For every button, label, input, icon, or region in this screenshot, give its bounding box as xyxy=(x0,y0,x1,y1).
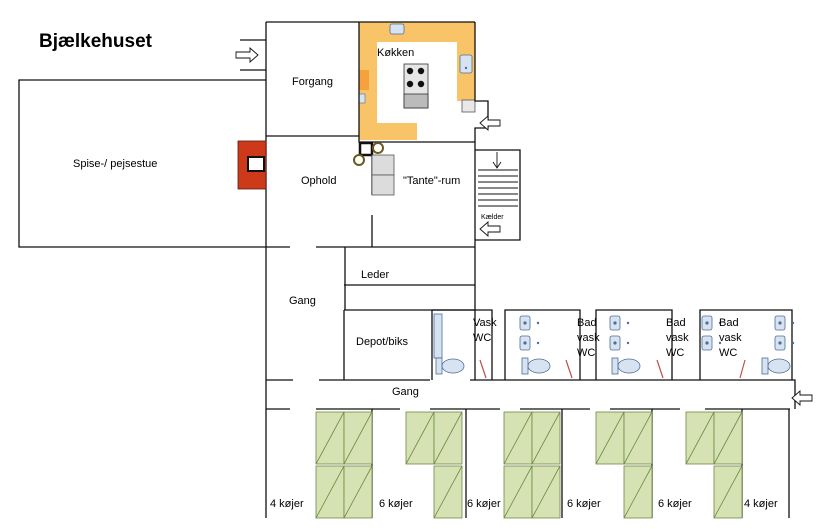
bunk-bed-icon xyxy=(623,411,653,465)
fireplace-icon xyxy=(237,140,267,190)
bunk-bed-icon xyxy=(685,411,715,465)
bunk-room-label: 4 køjer xyxy=(744,498,778,510)
appliance-icon xyxy=(461,99,476,113)
wet-room-label: WC xyxy=(666,347,684,359)
toilet-icon xyxy=(611,357,641,375)
washbasin-icon xyxy=(774,315,795,331)
washbasin-icon xyxy=(609,315,630,331)
bunk-room-label: 6 køjer xyxy=(658,498,692,510)
bunk-bed-icon xyxy=(531,465,561,519)
door-swing xyxy=(565,359,573,379)
wet-room-walls xyxy=(504,309,581,380)
washbasin-icon xyxy=(519,335,540,351)
plan-title: Bjælkehuset xyxy=(39,31,153,52)
bunk-bed-icon xyxy=(503,465,533,519)
bunk-bed-icon xyxy=(595,411,625,465)
toilet-icon xyxy=(761,357,791,375)
door-swing xyxy=(656,359,664,379)
stove-icon xyxy=(403,63,429,109)
wet-room-label: Bad xyxy=(666,317,686,329)
wet-room-walls xyxy=(699,309,793,380)
toilet-icon xyxy=(435,357,465,375)
washbasin-icon xyxy=(701,335,722,351)
bunk-bed-icon xyxy=(713,411,743,465)
washbasin-icon xyxy=(609,335,630,351)
toilet-icon xyxy=(521,357,551,375)
bunk-room: 4 køjer xyxy=(270,411,373,519)
room-label-tante: "Tante"-rum xyxy=(403,175,460,187)
bunk-room: 6 køjer xyxy=(567,411,653,519)
room-label-ophold: Ophold xyxy=(301,175,336,187)
bunk-room: 6 køjer xyxy=(467,411,561,519)
room-label-gang-top: Gang xyxy=(289,295,316,307)
wet-room-label: vask xyxy=(719,332,742,344)
walls xyxy=(18,21,521,380)
bunk-bed-icon xyxy=(315,465,345,519)
wet-room-label: Bad xyxy=(577,317,597,329)
room-label-kaelder: Kælder xyxy=(481,214,504,221)
bunk-room-label: 6 køjer xyxy=(379,498,413,510)
room-label-forgang: Forgang xyxy=(292,76,333,88)
door-swing xyxy=(479,359,487,379)
wet-room-label: Bad xyxy=(719,317,739,329)
washbasin-icon xyxy=(774,335,795,351)
bunk-bed-icon xyxy=(713,465,743,519)
room-label-leder: Leder xyxy=(361,269,389,281)
wet-room-walls xyxy=(431,309,493,380)
bunk-room-label: 4 køjer xyxy=(270,498,304,510)
bunk-room-label: 6 køjer xyxy=(467,498,501,510)
bunk-room: 4 køjer xyxy=(744,498,778,510)
fridge-icon xyxy=(459,54,473,74)
walls-left-block xyxy=(265,247,796,518)
door-swing xyxy=(739,359,746,379)
sink-icon xyxy=(389,23,405,35)
bunk-room-label: 6 køjer xyxy=(567,498,601,510)
room-label-spise: Spise-/ pejsestue xyxy=(73,158,157,170)
bunk-bed-icon xyxy=(343,465,373,519)
room-label-depot: Depot/biks xyxy=(356,336,408,348)
entrance-arrow-icon xyxy=(235,47,813,406)
wet-room-label: WC xyxy=(577,347,595,359)
wet-room-label: vask xyxy=(577,332,600,344)
washbasin-icon xyxy=(701,315,722,331)
wet-room-label: WC xyxy=(473,332,491,344)
kitchen-area xyxy=(358,22,476,140)
bunk-bed-icon xyxy=(503,411,533,465)
bunk-bed-icon xyxy=(433,411,463,465)
bunk-bed-icon xyxy=(531,411,561,465)
wet-room-label: Vask xyxy=(473,317,497,329)
room-label-gang-bottom: Gang xyxy=(392,386,419,398)
bunk-bed-icon xyxy=(433,465,463,519)
wood-stove-icon xyxy=(353,141,395,196)
bunk-bed-icon xyxy=(405,411,435,465)
wet-room-walls xyxy=(595,309,673,380)
washbasin-icon xyxy=(519,315,540,331)
bunk-room: 6 køjer xyxy=(379,411,463,519)
bunk-room: 6 køjer xyxy=(658,411,743,519)
bunk-rooms: 4 køjer 6 køjer 6 køjer 6 køjer 6 køjer 4 køj… xyxy=(270,409,778,519)
bunk-bed-icon xyxy=(315,411,345,465)
bunk-bed-icon xyxy=(623,465,653,519)
shower-icon xyxy=(433,313,443,359)
wet-room-label: WC xyxy=(719,347,737,359)
stairs-icon xyxy=(478,152,518,207)
room-label-kokken: Køkken xyxy=(377,47,414,59)
bunk-bed-icon xyxy=(343,411,373,465)
wet-room-label: vask xyxy=(666,332,689,344)
